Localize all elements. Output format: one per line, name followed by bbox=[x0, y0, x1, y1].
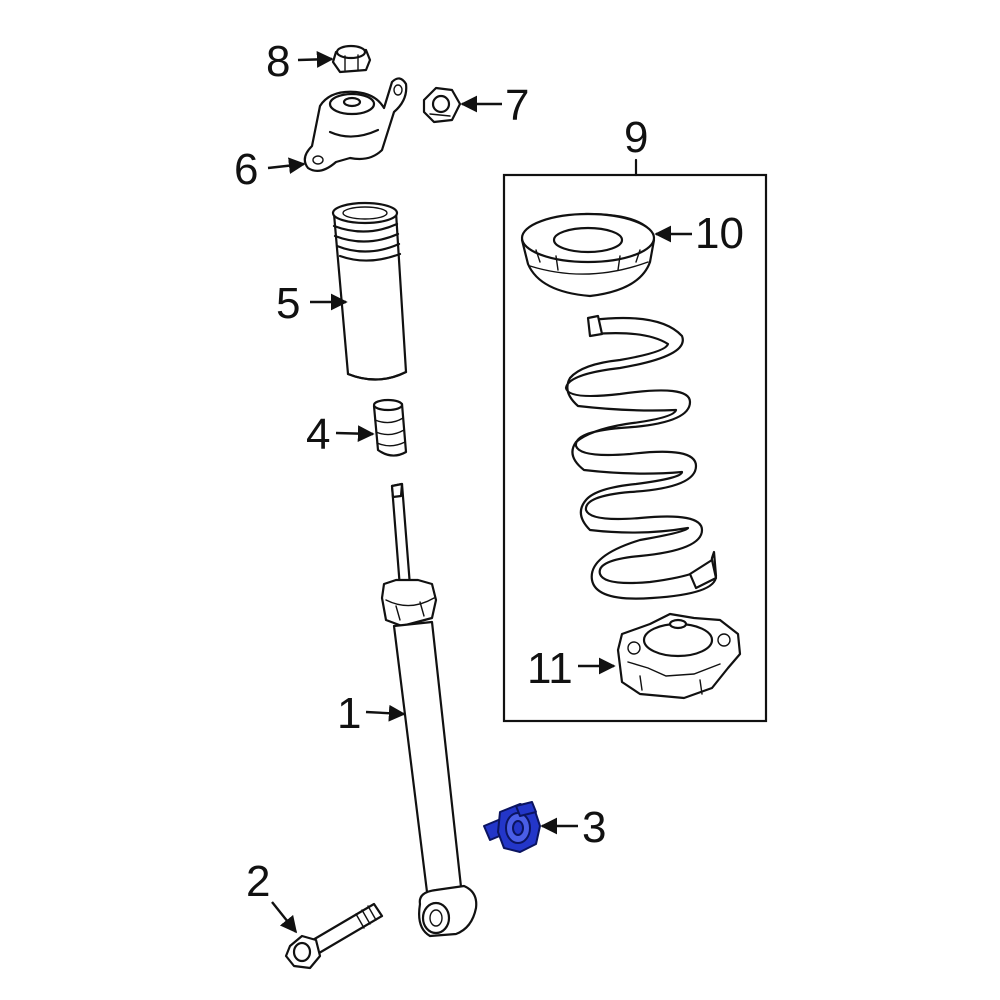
callout-10: 10 bbox=[695, 209, 744, 258]
part-7-nut[interactable] bbox=[422, 86, 462, 124]
arrow-2 bbox=[271, 901, 298, 934]
callout-4: 4 bbox=[306, 410, 330, 459]
callout-6: 6 bbox=[234, 145, 258, 194]
part-11-spring-seat[interactable] bbox=[616, 612, 742, 700]
leader-arrows bbox=[267, 51, 692, 934]
coil-spring[interactable] bbox=[564, 314, 718, 600]
callout-9: 9 bbox=[624, 113, 648, 162]
callout-11: 11 bbox=[527, 644, 573, 693]
arrow-6 bbox=[267, 157, 306, 175]
part-4-bump-stop[interactable] bbox=[372, 398, 408, 457]
arrow-1 bbox=[365, 704, 406, 722]
callout-labels: 8 7 6 5 4 1 2 3 9 10 11 bbox=[234, 37, 744, 906]
callout-5: 5 bbox=[276, 279, 300, 328]
arrow-4 bbox=[335, 425, 375, 442]
part-2-bolt[interactable] bbox=[284, 902, 384, 970]
part-10-spring-seat[interactable] bbox=[520, 212, 656, 298]
part-9-group-box bbox=[502, 158, 768, 723]
part-1-shock-absorber[interactable] bbox=[380, 482, 478, 938]
callout-8: 8 bbox=[266, 37, 290, 86]
part-8-nut[interactable] bbox=[331, 44, 372, 74]
callout-2: 2 bbox=[246, 857, 270, 906]
callout-3: 3 bbox=[582, 803, 606, 852]
part-3-nut-highlighted[interactable] bbox=[483, 801, 541, 853]
callout-7: 7 bbox=[505, 81, 529, 130]
part-5-dust-boot[interactable] bbox=[331, 201, 408, 381]
arrow-8 bbox=[297, 51, 334, 68]
part-6-upper-mount[interactable] bbox=[303, 77, 408, 173]
callout-1: 1 bbox=[337, 689, 361, 738]
